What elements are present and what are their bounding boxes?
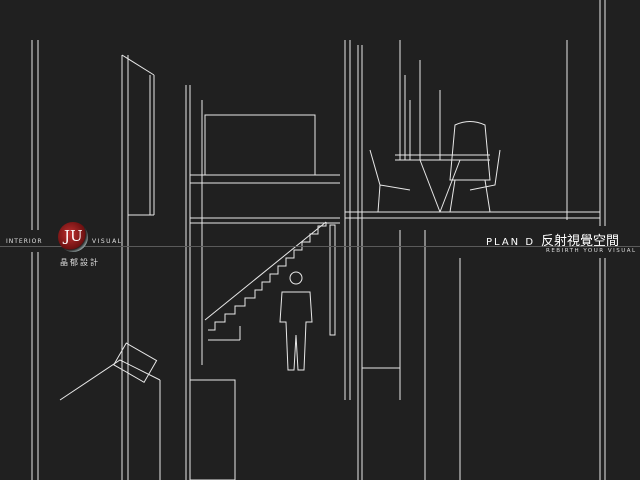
person	[279, 271, 313, 371]
logo-visual-text: VISUAL	[92, 238, 123, 245]
logo-chinese-name: 晶郁設計	[60, 258, 100, 267]
mezzanine	[190, 114, 340, 336]
title-chinese: 反射視覺空間	[541, 234, 620, 249]
divider-line	[0, 246, 640, 247]
logo-badge: JU	[58, 222, 88, 252]
right-structure	[344, 0, 606, 480]
left-walls	[31, 40, 203, 480]
logo-monogram: JU	[64, 227, 83, 245]
staircase	[204, 221, 327, 341]
dining-set	[369, 121, 501, 213]
plan-label: PLAN D	[486, 237, 536, 248]
slide-title: PLAN D 反射視覺空間	[486, 230, 619, 249]
foreground-boxes	[59, 342, 236, 480]
slide-subtitle: REBIRTH YOUR VISUAL	[546, 248, 637, 254]
logo-interior-text: INTERIOR	[6, 238, 43, 245]
